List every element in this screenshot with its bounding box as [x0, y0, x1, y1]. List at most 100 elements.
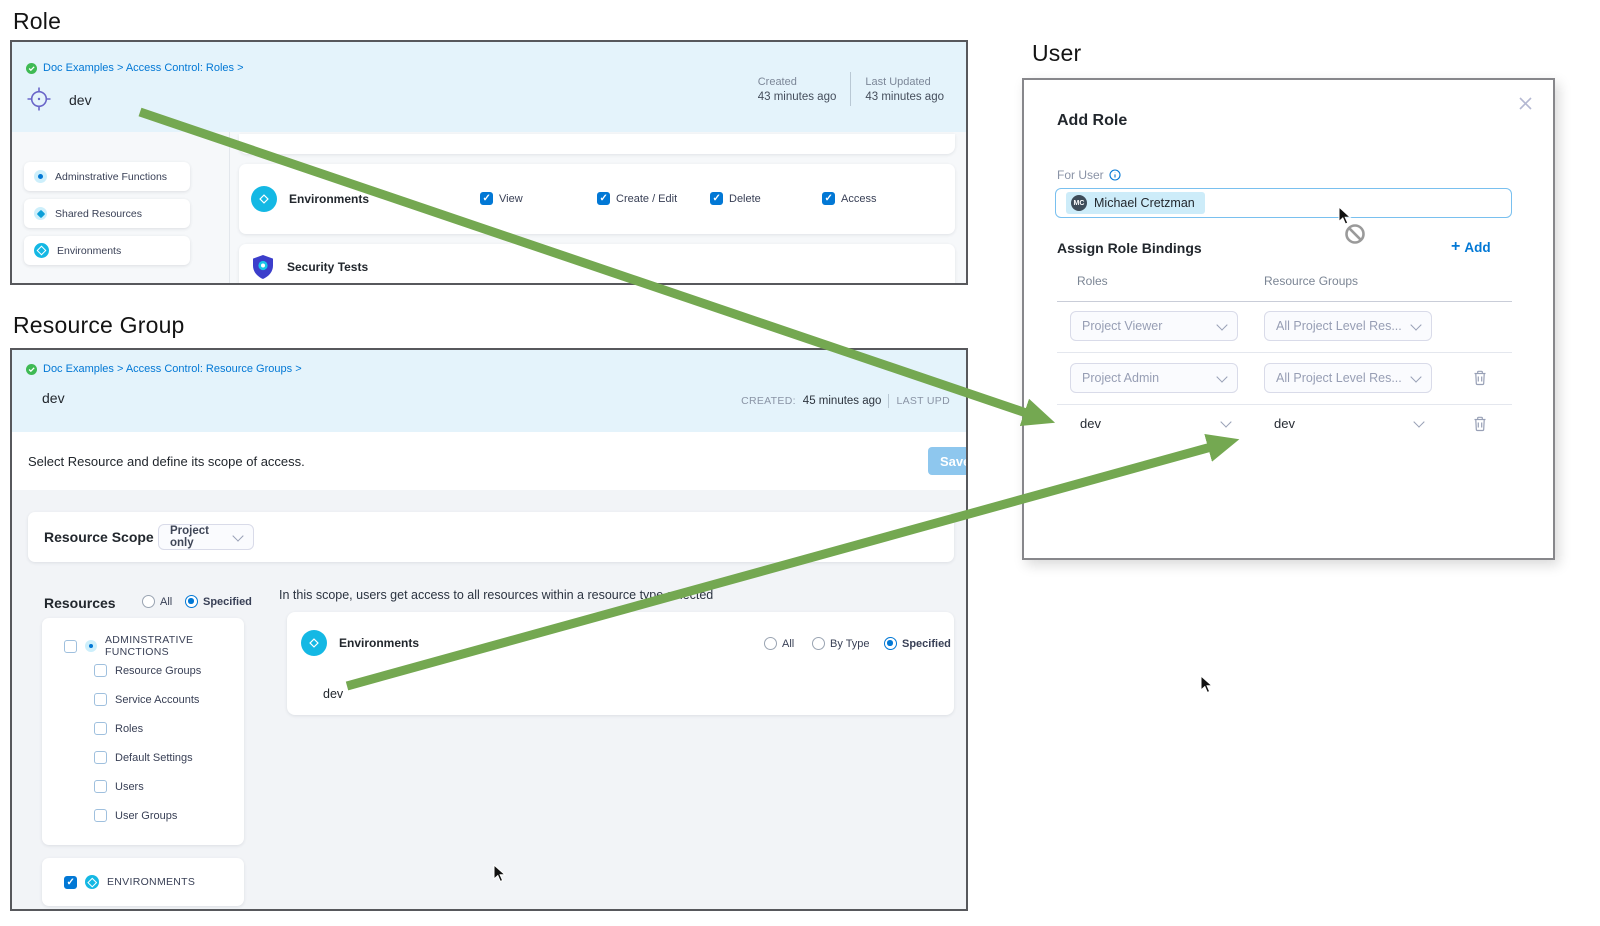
- scope-radio-by-type[interactable]: By Type: [812, 637, 870, 650]
- chevron-down-icon[interactable]: [1413, 416, 1425, 428]
- tree-item-user-groups[interactable]: User Groups: [94, 809, 177, 822]
- tree-item-roles[interactable]: Roles: [94, 722, 143, 735]
- permission-create-edit-checkbox[interactable]: Create / Edit: [597, 192, 677, 205]
- resource-group-breadcrumb-text[interactable]: Doc Examples > Access Control: Resource …: [43, 363, 302, 375]
- trash-icon[interactable]: [1473, 416, 1487, 432]
- resource-group-value-dev[interactable]: dev: [1274, 416, 1295, 431]
- scope-subtitle: Select Resource and define its scope of …: [28, 454, 305, 469]
- scope-radio-all[interactable]: All: [764, 637, 794, 650]
- trash-icon[interactable]: [1473, 370, 1487, 386]
- role-meta: Created 43 minutes ago Last Updated 43 m…: [758, 72, 944, 106]
- target-crosshair-icon: [25, 85, 53, 113]
- resource-group-section-heading: Resource Group: [13, 312, 185, 338]
- radio-icon[interactable]: [764, 637, 777, 650]
- resource-group-dropdown-row2[interactable]: All Project Level Res...: [1264, 363, 1432, 393]
- tree-parent-environments[interactable]: ENVIRONMENTS: [64, 875, 195, 889]
- chevron-down-icon: [1410, 370, 1422, 383]
- resources-radio-all[interactable]: All: [142, 595, 172, 608]
- role-dropdown-row1[interactable]: Project Viewer: [1070, 311, 1238, 341]
- checkbox-checked-icon[interactable]: [597, 192, 610, 205]
- admin-functions-icon: [34, 170, 47, 183]
- created-label: CREATED:: [741, 395, 796, 407]
- close-icon[interactable]: [1518, 96, 1533, 111]
- environment-icon: [85, 875, 99, 889]
- cursor-arrow-icon: [1200, 675, 1214, 694]
- permission-view-checkbox[interactable]: View: [480, 192, 523, 205]
- row-divider: [1057, 404, 1512, 405]
- resources-radio-specified[interactable]: Specified: [185, 595, 252, 608]
- table-divider: [1057, 301, 1512, 302]
- resource-group-panel: Doc Examples > Access Control: Resource …: [10, 348, 968, 911]
- environments-group-card: ENVIRONMENTS: [42, 858, 244, 906]
- check-circle-icon: [26, 363, 37, 375]
- checkbox-checked-icon[interactable]: [822, 192, 835, 205]
- chevron-down-icon[interactable]: [1220, 416, 1232, 428]
- row-divider: [1057, 352, 1512, 353]
- role-title: dev: [69, 92, 92, 108]
- tree-item-resource-groups[interactable]: Resource Groups: [94, 664, 201, 677]
- tree-item-default-settings[interactable]: Default Settings: [94, 751, 193, 764]
- environments-scope-card: Environments All By Type Specified dev: [287, 612, 954, 715]
- avatar: MC: [1071, 195, 1087, 211]
- role-panel-header: Doc Examples > Access Control: Roles > d…: [12, 42, 966, 132]
- checkbox-icon[interactable]: [94, 780, 107, 793]
- scope-selected-value: dev: [323, 687, 344, 701]
- tree-parent-adminstrative-functions[interactable]: ADMINSTRATIVE FUNCTIONS: [64, 634, 244, 658]
- resource-group-breadcrumb[interactable]: Doc Examples > Access Control: Resource …: [26, 363, 302, 375]
- add-role-binding-button[interactable]: + Add: [1451, 238, 1491, 255]
- checkbox-icon[interactable]: [94, 809, 107, 822]
- shared-resources-icon: [34, 207, 47, 220]
- user-chip[interactable]: MC Michael Cretzman: [1066, 192, 1205, 214]
- admin-functions-icon: [85, 640, 97, 652]
- permissions-row-environments: Environments View Create / Edit Delete A…: [239, 164, 955, 234]
- for-user-input[interactable]: MC Michael Cretzman: [1055, 188, 1512, 218]
- column-header-roles: Roles: [1077, 274, 1108, 288]
- radio-selected-icon[interactable]: [884, 637, 897, 650]
- column-header-resource-groups: Resource Groups: [1264, 274, 1359, 288]
- permission-access-checkbox[interactable]: Access: [822, 192, 876, 205]
- user-section-heading: User: [1032, 40, 1082, 66]
- resource-group-meta: CREATED: 45 minutes ago LAST UPD: [741, 394, 950, 408]
- info-icon[interactable]: [1109, 169, 1121, 181]
- user-chip-name: Michael Cretzman: [1094, 196, 1195, 210]
- permissions-row-partial: [239, 134, 955, 154]
- checkbox-checked-icon[interactable]: [64, 875, 77, 889]
- meta-divider: [888, 394, 890, 408]
- radio-icon[interactable]: [142, 595, 155, 608]
- chevron-down-icon: [1410, 318, 1422, 331]
- checkbox-icon[interactable]: [94, 722, 107, 735]
- assign-role-bindings-label: Assign Role Bindings: [1057, 240, 1202, 256]
- checkbox-icon[interactable]: [64, 639, 77, 653]
- sidebar-item-environments[interactable]: Environments: [24, 236, 190, 265]
- checkbox-checked-icon[interactable]: [710, 192, 723, 205]
- chevron-down-icon: [232, 529, 244, 542]
- radio-selected-icon[interactable]: [185, 595, 198, 608]
- checkbox-icon[interactable]: [94, 693, 107, 706]
- environment-icon: [301, 630, 327, 656]
- checkbox-icon[interactable]: [94, 664, 107, 677]
- scope-radio-specified[interactable]: Specified: [884, 637, 951, 650]
- permission-delete-checkbox[interactable]: Delete: [710, 192, 761, 205]
- checkbox-icon[interactable]: [94, 751, 107, 764]
- resource-group-dropdown-row1[interactable]: All Project Level Res...: [1264, 311, 1432, 341]
- tree-item-service-accounts[interactable]: Service Accounts: [94, 693, 199, 706]
- resources-label: Resources: [44, 595, 116, 611]
- add-role-dialog: Add Role For User MC Michael Cretzman As…: [1022, 78, 1555, 560]
- permission-resource-label: Environments: [289, 192, 370, 206]
- resource-scope-dropdown[interactable]: Project only: [158, 524, 254, 550]
- checkbox-checked-icon[interactable]: [480, 192, 493, 205]
- sidebar-item-shared-resources[interactable]: Shared Resources: [24, 199, 190, 228]
- resources-tree-card: ADMINSTRATIVE FUNCTIONS Resource Groups …: [42, 618, 244, 845]
- save-button[interactable]: Save: [928, 447, 966, 475]
- role-breadcrumb-text[interactable]: Doc Examples > Access Control: Roles >: [43, 62, 244, 74]
- tree-item-users[interactable]: Users: [94, 780, 144, 793]
- role-breadcrumb[interactable]: Doc Examples > Access Control: Roles >: [26, 62, 244, 74]
- role-dropdown-row2[interactable]: Project Admin: [1070, 363, 1238, 393]
- role-value-dev[interactable]: dev: [1080, 416, 1101, 431]
- sidebar-item-adminstrative-functions[interactable]: Adminstrative Functions: [24, 162, 190, 191]
- sidebar-item-label: Environments: [57, 244, 122, 257]
- environment-icon: [251, 186, 277, 212]
- updated-label: LAST UPD: [896, 395, 950, 407]
- radio-icon[interactable]: [812, 637, 825, 650]
